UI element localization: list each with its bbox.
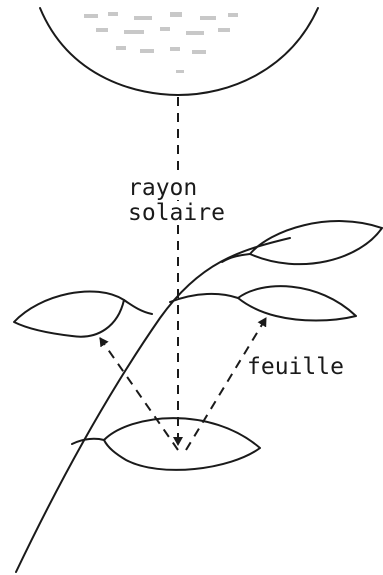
sun-disc xyxy=(40,8,318,95)
leaf-bottom xyxy=(104,418,260,470)
leaf-middle-right-petiole xyxy=(170,294,238,302)
leaf-middle-right xyxy=(238,286,356,320)
leaf-left-petiole xyxy=(124,300,152,314)
sun-speckles xyxy=(84,12,238,73)
sun-ray-label-line2: solaire xyxy=(127,201,226,225)
plant-stem xyxy=(16,238,290,572)
sun-ray-label-line1: rayon xyxy=(127,176,198,200)
leaf-bottom-petiole xyxy=(72,439,104,444)
leaf-label: feuille xyxy=(246,355,345,379)
leaf-left xyxy=(14,291,124,336)
reflected-ray-right xyxy=(186,318,266,450)
